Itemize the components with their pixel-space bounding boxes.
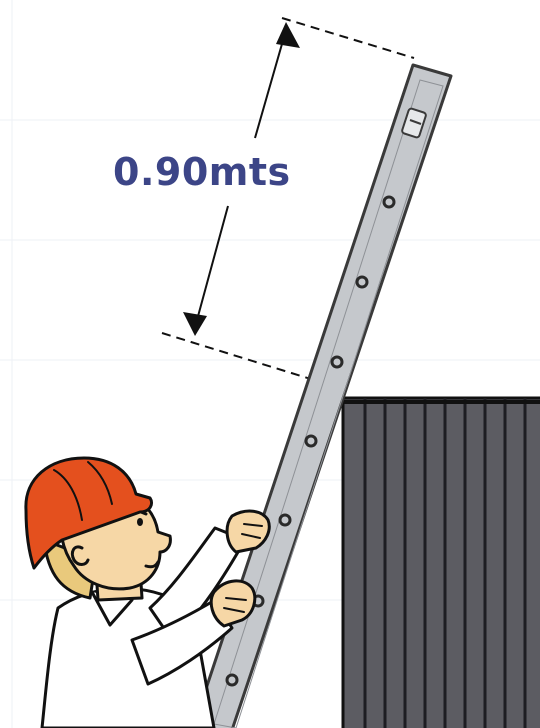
hard-hat-icon (24, 456, 154, 570)
ladder-icon (191, 63, 453, 728)
wall-block (341, 396, 540, 728)
dimension-extension-lines (161, 17, 415, 381)
measurement-label: 0.90mts (113, 150, 291, 194)
worker-icon (24, 456, 271, 728)
double-arrow-icon (183, 22, 300, 336)
